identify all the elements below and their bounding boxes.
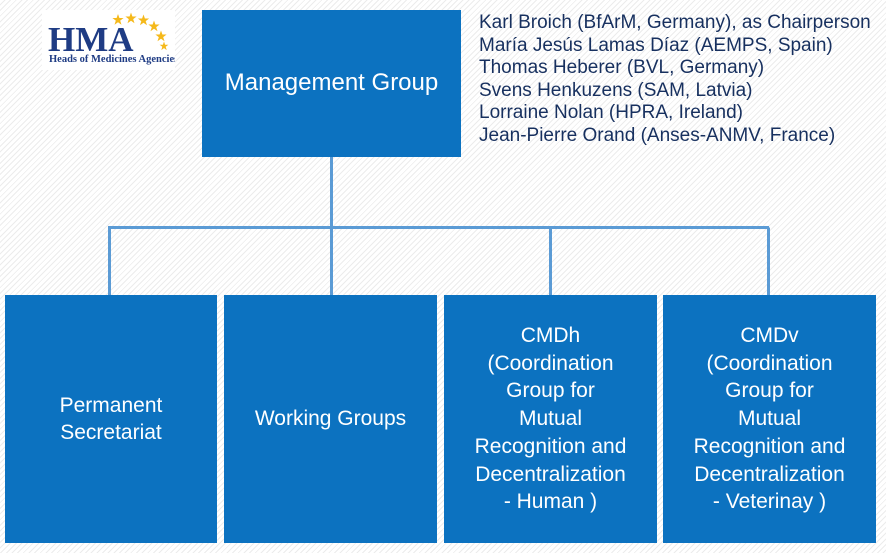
node-cmdv[interactable]: CMDv (Coordination Group for Mutual Reco… [663, 295, 876, 543]
member-list-item: Jean-Pierre Orand (Anses-ANMV, France) [479, 124, 836, 146]
member-list-item: Lorraine Nolan (HPRA, Ireland) [479, 102, 744, 123]
node-permanent-secretariat[interactable]: Permanent Secretariat [5, 295, 217, 543]
node-working-groups[interactable]: Working Groups [224, 295, 437, 543]
node-cmdv-label: CMDv (Coordination Group for Mutual Reco… [693, 323, 846, 514]
member-list-item: Karl Broich (BfArM, Germany), as Chairpe… [479, 12, 871, 33]
node-permanent-secretariat-label: Permanent Secretariat [59, 393, 163, 444]
member-list-item: Svens Henkuzens (SAM, Latvia) [479, 79, 753, 101]
hma-wordmark: HMA [48, 20, 134, 59]
node-management-group[interactable]: Management Group [202, 10, 461, 157]
management-group-member-list: Karl Broich (BfArM, Germany), as Chairpe… [479, 12, 884, 147]
member-list-item: Thomas Heberer (BVL, Germany) [479, 57, 765, 78]
hma-logo: HMA Heads of Medicines Agencies [42, 10, 175, 70]
node-cmdh[interactable]: CMDh (Coordination Group for Mutual Reco… [444, 295, 657, 543]
node-cmdh-label: CMDh (Coordination Group for Mutual Reco… [474, 323, 627, 514]
hma-tagline: Heads of Medicines Agencies [49, 54, 175, 65]
node-management-group-label: Management Group [224, 69, 439, 97]
eu-stars-icon [110, 12, 174, 58]
node-working-groups-label: Working Groups [254, 407, 407, 431]
member-list-item: María Jesús Lamas Díaz (AEMPS, Spain) [479, 34, 833, 56]
